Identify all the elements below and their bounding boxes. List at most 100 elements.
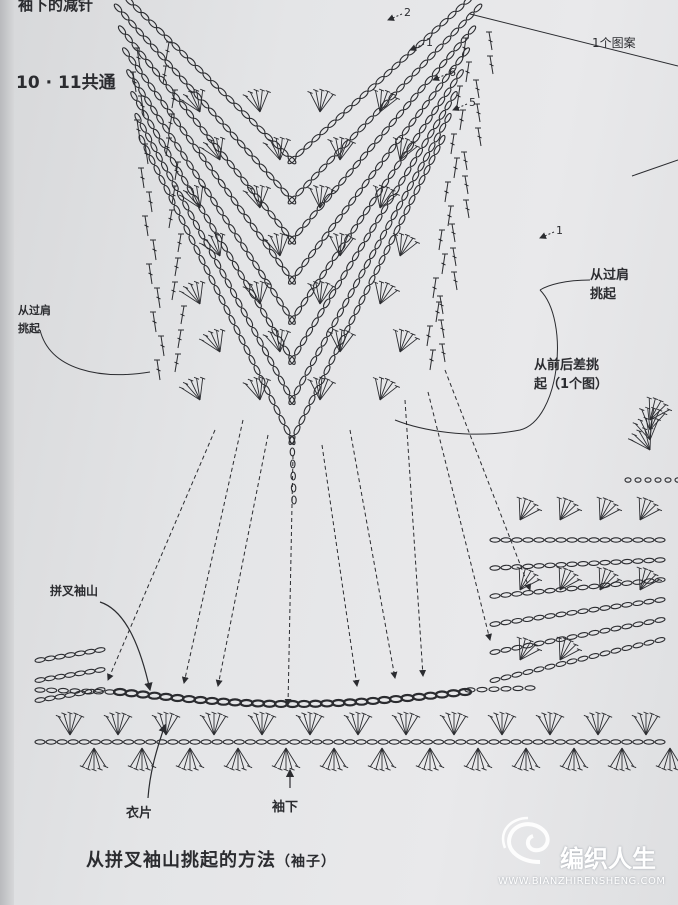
chain-stitch bbox=[334, 213, 343, 224]
chain-stitch bbox=[489, 565, 501, 571]
chain-stitch bbox=[354, 697, 369, 706]
chain-stitch bbox=[438, 134, 446, 146]
chain-stitch bbox=[147, 82, 156, 92]
chain-stitch bbox=[437, 96, 446, 107]
crochet-stitches bbox=[55, 31, 678, 772]
chain-stitch bbox=[610, 537, 622, 543]
pickup-arrow bbox=[215, 434, 269, 687]
chain-stitch bbox=[178, 739, 190, 745]
chain-stitch bbox=[290, 459, 296, 469]
inner-stitch-fan bbox=[262, 232, 291, 257]
body-stitch-fan bbox=[271, 747, 301, 772]
chain-stitch bbox=[372, 107, 382, 117]
chain-stitch bbox=[301, 257, 310, 268]
chain-stitch bbox=[418, 123, 427, 134]
chain-stitch bbox=[216, 205, 224, 216]
chain-stitch bbox=[566, 561, 578, 568]
chain-stitch bbox=[233, 168, 242, 178]
chain-stitch bbox=[54, 673, 66, 680]
chain-stitch bbox=[342, 698, 358, 707]
left-edge-stitch bbox=[177, 233, 184, 253]
chain-stitch bbox=[268, 394, 276, 406]
chain-stitch bbox=[210, 196, 218, 207]
chain-stitch bbox=[265, 317, 274, 328]
chain-stitch bbox=[588, 653, 600, 659]
chain-stitch bbox=[289, 447, 296, 457]
chain-stitch bbox=[231, 260, 240, 271]
chain-stitch bbox=[130, 91, 138, 101]
body-stitch-fan bbox=[559, 747, 589, 772]
chain-stitch bbox=[287, 195, 297, 205]
chain-stitch bbox=[319, 126, 329, 136]
body-piece-label: 衣片 bbox=[126, 806, 153, 821]
inner-stitch-fan bbox=[392, 328, 421, 353]
chain-stitch bbox=[45, 739, 57, 745]
chain-stitch bbox=[132, 78, 140, 89]
chain-stitch bbox=[299, 336, 308, 347]
chain-stitch bbox=[74, 650, 86, 657]
chain-stitch bbox=[390, 210, 398, 221]
chain-stitch bbox=[294, 266, 303, 276]
inner-stitch-fan bbox=[372, 88, 401, 113]
chain-stitch bbox=[185, 134, 194, 145]
chain-stitch bbox=[125, 0, 134, 6]
chain-stitch bbox=[173, 117, 182, 127]
inner-stitch-fan bbox=[372, 184, 401, 209]
chain-stitch bbox=[411, 67, 421, 77]
body-row-lower bbox=[34, 739, 666, 745]
chain-stitch bbox=[448, 64, 457, 75]
side-chart-row bbox=[624, 477, 678, 483]
chain-stitch bbox=[155, 27, 165, 36]
chain-stitch bbox=[278, 414, 286, 426]
chain-stitch bbox=[179, 126, 188, 136]
chain-stitch bbox=[331, 251, 340, 262]
chain-stitch bbox=[181, 175, 189, 186]
chain-stitch bbox=[610, 739, 622, 745]
chain-stitch bbox=[203, 213, 212, 224]
chain-stitch bbox=[396, 83, 405, 93]
chain-stitch bbox=[565, 739, 577, 745]
chain-stitch bbox=[362, 205, 371, 216]
chain-stitch bbox=[287, 275, 297, 285]
right-edge-stitch bbox=[437, 295, 444, 315]
left-edge-stitch bbox=[177, 329, 184, 349]
right-piece-row bbox=[489, 617, 666, 655]
chain-stitch bbox=[410, 92, 419, 102]
left-piece-row bbox=[34, 667, 106, 683]
left-edge-stitch bbox=[171, 89, 178, 109]
chain-stitch bbox=[151, 67, 161, 77]
chain-stitch bbox=[500, 674, 512, 681]
chain-stitch bbox=[350, 224, 359, 234]
chain-stitch bbox=[34, 697, 46, 703]
chain-stitch bbox=[365, 696, 381, 706]
chain-stitch bbox=[148, 154, 156, 166]
chain-stitch bbox=[171, 42, 181, 51]
inner-stitch-fan bbox=[307, 376, 336, 401]
chain-stitch bbox=[380, 204, 389, 215]
body-stitch-fan bbox=[343, 711, 373, 736]
chain-stitch bbox=[566, 634, 578, 640]
left-edge-stitch bbox=[146, 191, 153, 213]
chain-stitch bbox=[134, 112, 142, 124]
left-edge-stitch bbox=[174, 257, 181, 277]
chain-stitch bbox=[411, 692, 427, 701]
yoke-row-right bbox=[288, 69, 464, 325]
chain-stitch bbox=[214, 232, 223, 243]
chain-stitch bbox=[193, 695, 208, 705]
right-piece-fan bbox=[556, 566, 583, 591]
chain-stitch bbox=[524, 685, 536, 691]
chain-stitch bbox=[632, 558, 644, 564]
chain-stitch bbox=[120, 11, 130, 21]
right-edge-stitch bbox=[438, 229, 445, 251]
chain-stitch bbox=[149, 43, 159, 53]
left-edge-stitch bbox=[138, 167, 145, 189]
left-edge-stitch bbox=[154, 287, 161, 309]
chain-stitch bbox=[566, 537, 578, 543]
chain-stitch bbox=[94, 667, 106, 673]
chain-stitch bbox=[566, 585, 578, 592]
chain-stitch bbox=[126, 69, 134, 79]
chain-stitch bbox=[135, 100, 144, 111]
chain-stitch bbox=[576, 739, 589, 745]
chain-stitch bbox=[229, 287, 238, 299]
